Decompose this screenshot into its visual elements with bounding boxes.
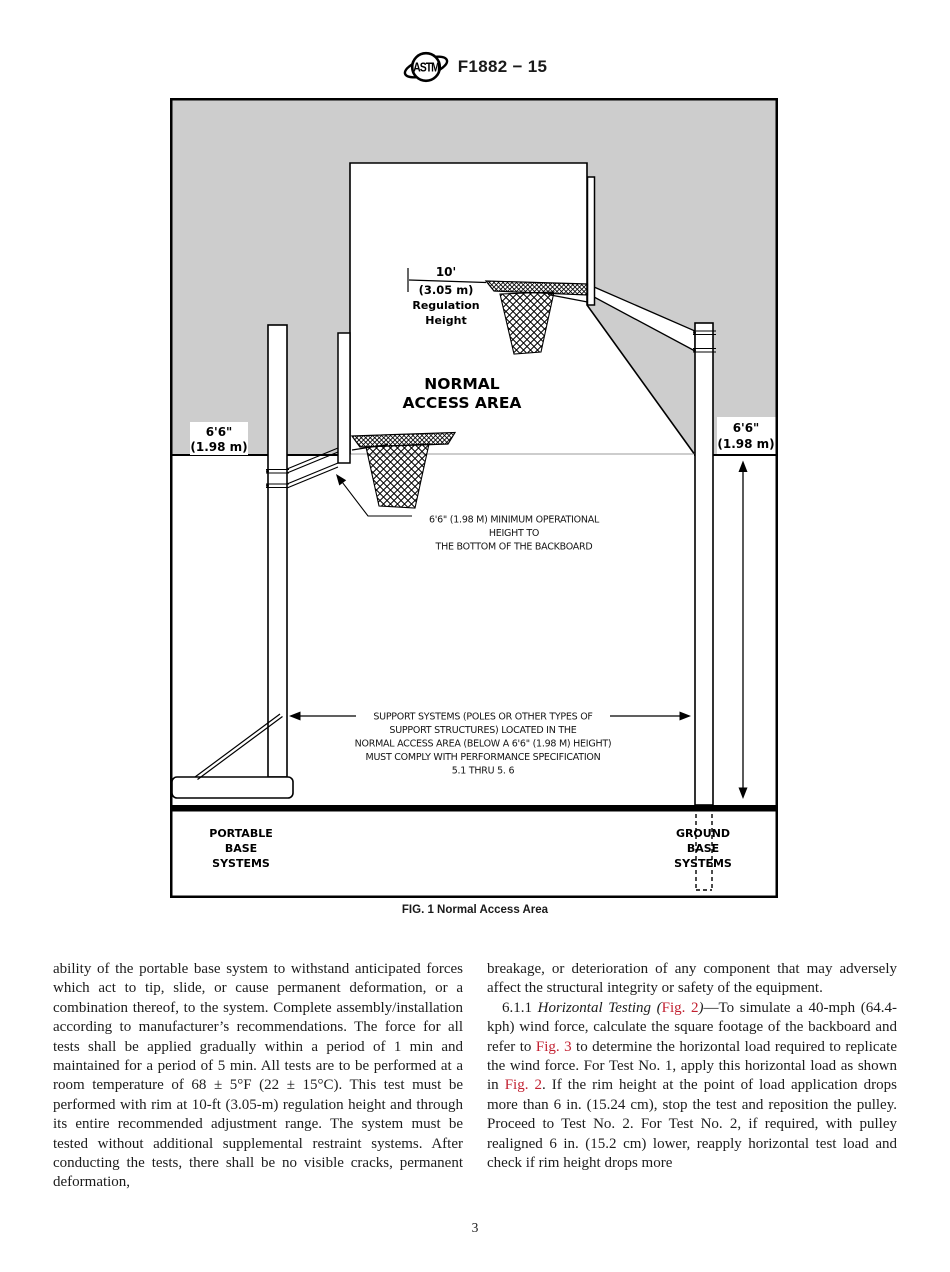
regulation-height-label-4: Height (425, 314, 466, 327)
paragraph-continuation-2: breakage, or deterioration of any compon… (487, 961, 897, 997)
support-note-1: SUPPORT SYSTEMS (POLES OR OTHER TYPES OF (373, 712, 592, 723)
section-title: Horizontal Testing ( (537, 999, 662, 1016)
paragraph-continuation: ability of the portable base system to w… (53, 961, 463, 1191)
body-run-1: —To simulate a 40-mph (64.4-kph) wind fo… (487, 999, 897, 1055)
fig3-reference-link[interactable]: Fig. 3 (535, 1038, 572, 1055)
support-note-5: 5.1 THRU 5. 6 (452, 766, 515, 777)
min-height-note-3: THE BOTTOM OF THE BACKBOARD (435, 542, 593, 553)
right-net (499, 291, 555, 355)
portable-base-label-3: SYSTEMS (212, 857, 270, 870)
section-number: 6.1.1 (502, 999, 538, 1016)
regulation-height-label-2: (3.05 m) (419, 283, 474, 297)
portable-base-plate (171, 776, 294, 799)
left-pole-brackets (266, 468, 289, 489)
support-note-left-arrowhead (289, 711, 301, 721)
buried-pole-dashed-lines (695, 807, 713, 891)
page-number: 3 (471, 1220, 479, 1235)
fig2-reference-link[interactable]: Fig. 2 (661, 999, 699, 1016)
portable-base-label-1: PORTABLE (209, 827, 272, 840)
normal-access-area-label-1: NORMAL (424, 375, 500, 393)
left-height-label-1: 6'6" (206, 425, 233, 439)
figure-border (170, 98, 778, 898)
bracket-bolt (693, 348, 696, 352)
left-rim (350, 431, 457, 448)
page-header: ASTM F1882 − 15 (0, 46, 950, 88)
right-backboard (586, 176, 596, 306)
regulation-height-label-3: Regulation (412, 299, 479, 312)
right-height-label-1: 6'6" (733, 421, 760, 435)
support-note-3: NORMAL ACCESS AREA (BELOW A 6'6" (1.98 M… (355, 739, 612, 750)
right-height-label-box (717, 417, 776, 454)
close-paren: ) (698, 999, 704, 1016)
figure-caption: FIG. 1 Normal Access Area (401, 904, 549, 916)
min-height-arrowhead (336, 474, 347, 486)
right-rim (484, 280, 589, 296)
bracket-bolt (266, 469, 269, 473)
bracket-bolt (266, 484, 269, 488)
fig2-reference-link-2[interactable]: Fig. 2 (504, 1077, 542, 1094)
left-height-label-box (190, 422, 248, 455)
left-backboard (337, 332, 351, 464)
body-text: ability of the portable base system to w… (53, 960, 897, 1193)
support-note-4: MUST COMPLY WITH PERFORMANCE SPECIFICATI… (366, 752, 601, 763)
portable-base-brace (194, 713, 283, 780)
dimension-line (408, 279, 487, 284)
left-column: ability of the portable base system to w… (53, 960, 463, 1193)
figure-1-diagram: 10' (3.05 m) Regulation Height NORMAL AC… (170, 98, 778, 898)
left-height-label-2: (1.98 m) (190, 440, 247, 454)
right-column: breakage, or deterioration of any compon… (487, 960, 897, 1193)
body-run-3: . If the rim height at the point of load… (487, 1077, 897, 1172)
left-support-arms (286, 447, 339, 489)
ground-line (172, 805, 776, 812)
paragraph-6-1-1: 6.1.1 Horizontal Testing (Fig. 2)—To sim… (487, 999, 897, 1174)
left-pole (267, 324, 288, 778)
normal-access-area-outline (349, 162, 695, 454)
regulation-height-label-1: 10' (436, 265, 456, 279)
astm-logo-icon: ASTM (403, 51, 449, 83)
normal-access-area-label-2: ACCESS AREA (403, 394, 522, 412)
ground-base-label-1: GROUND (676, 827, 730, 840)
height-arrow-down-head (738, 787, 748, 799)
support-note-2: SUPPORT STRUCTURES) LOCATED IN THE (389, 725, 576, 736)
bracket-bolt (693, 331, 696, 335)
height-arrow-up-head (738, 460, 748, 472)
body-run-2: to determine the horizontal load require… (487, 1038, 898, 1094)
right-height-label-2: (1.98 m) (717, 437, 774, 451)
astm-logo-text: ASTM (413, 59, 440, 74)
right-pole (694, 322, 714, 806)
min-height-note-2: HEIGHT TO (489, 528, 539, 539)
ground-base-label-2: BASE (687, 842, 719, 855)
portable-base-label-2: BASE (225, 842, 257, 855)
support-note-right-arrowhead (679, 711, 691, 721)
right-rim-strut (547, 293, 588, 303)
document-number: F1882 − 15 (457, 57, 548, 76)
min-height-leader-line (342, 482, 412, 517)
min-height-note-1: 6'6" (1.98 M) MINIMUM OPERATIONAL (429, 515, 600, 526)
figure-1: 10' (3.05 m) Regulation Height NORMAL AC… (170, 98, 778, 898)
ground-base-label-3: SYSTEMS (674, 857, 732, 870)
right-pole-brackets (693, 330, 716, 353)
left-net (365, 443, 430, 509)
